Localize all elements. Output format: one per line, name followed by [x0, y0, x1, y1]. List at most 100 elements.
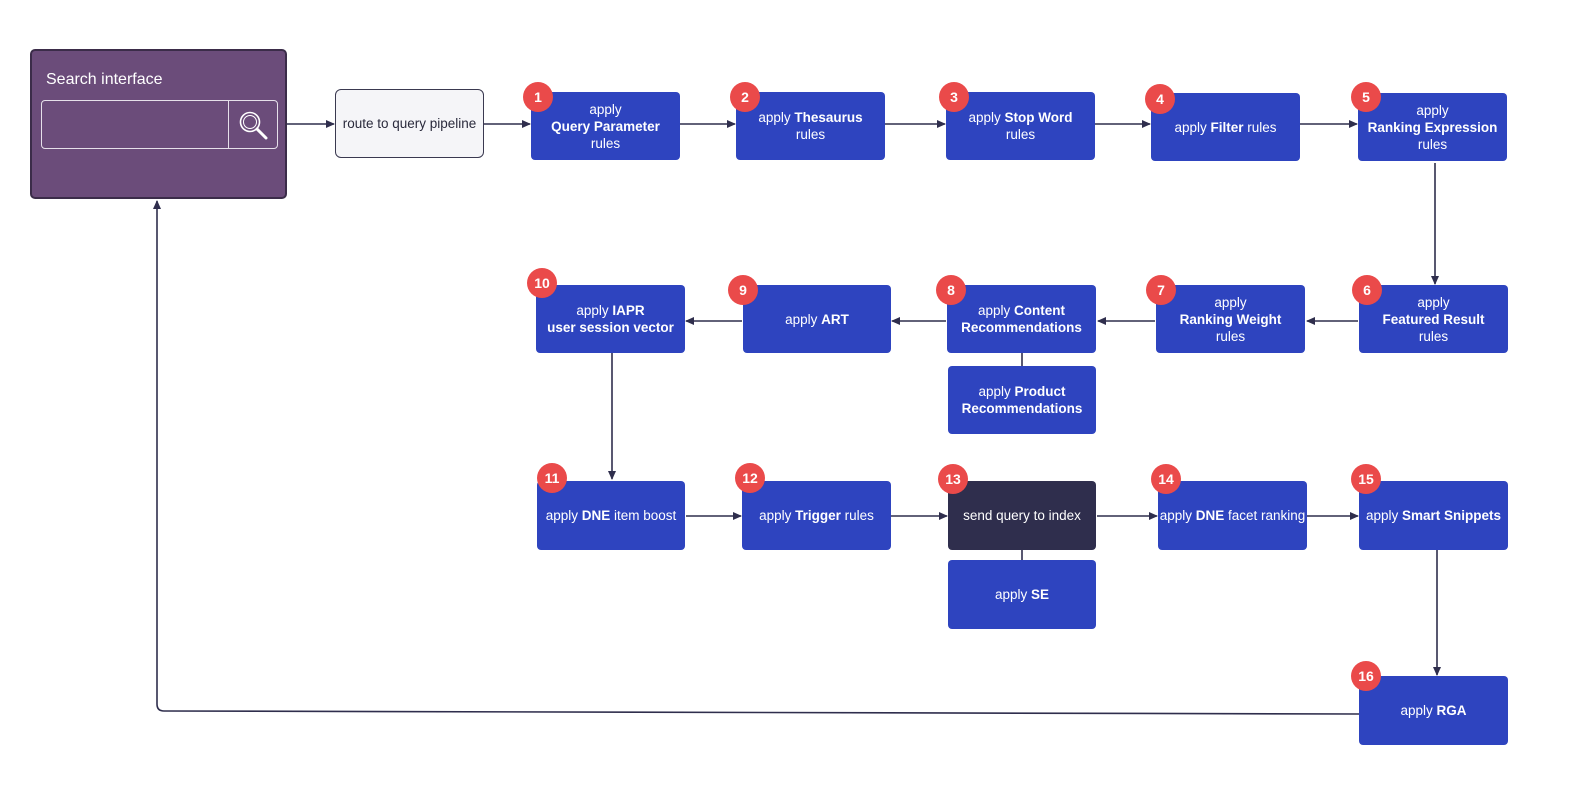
step-6-badge: 6: [1352, 275, 1382, 305]
label-part: apply: [994, 587, 1031, 602]
label-part: apply: [1417, 294, 1450, 310]
step-3-badge: 3: [939, 82, 969, 112]
label-part: item boost: [610, 508, 677, 523]
label-part: apply: [1365, 508, 1402, 523]
search-input[interactable]: [41, 100, 278, 149]
label-part: Trigger: [795, 508, 841, 523]
label-part: Thesaurus: [794, 110, 863, 125]
label-part: apply: [1400, 703, 1437, 718]
step-2-label: apply Thesaurus rules: [758, 109, 862, 143]
label-part: IAPR: [612, 303, 645, 318]
label-part: apply: [1214, 294, 1247, 310]
step-13-label: send query to index: [963, 507, 1081, 524]
label-part: DNE: [581, 508, 611, 523]
label-part: DNE: [1195, 508, 1225, 523]
label-part: rules: [1418, 328, 1449, 344]
label-part: Featured Result: [1382, 311, 1485, 327]
label-part: rules: [1243, 119, 1277, 135]
label-part: Ranking Expression: [1367, 119, 1498, 135]
search-button[interactable]: [228, 101, 277, 148]
step-14-box: apply DNE facet ranking: [1158, 481, 1307, 550]
label-part: Recommendations: [961, 320, 1082, 335]
label-part: send query to index: [963, 508, 1081, 523]
step-4-badge: 4: [1145, 84, 1175, 114]
label-part: apply: [576, 303, 613, 318]
step-11-box: apply DNE item boost: [537, 481, 685, 550]
label-part: rules: [1215, 328, 1246, 344]
label-part: apply: [758, 110, 795, 125]
label-part: apply: [1159, 508, 1196, 523]
arrow-step-16-to-search: [153, 200, 1360, 715]
step-8-badge: 8: [936, 275, 966, 305]
label-part: rules: [590, 135, 621, 151]
step-13-badge: 13: [938, 464, 968, 494]
label-part: apply: [977, 303, 1015, 318]
label-part: Filter: [1210, 119, 1244, 135]
label-part: apply: [1174, 119, 1211, 135]
step-16-label: apply RGA: [1400, 702, 1466, 719]
search-interface-panel: Search interface: [30, 49, 287, 199]
step-16-box: apply RGA: [1359, 676, 1508, 745]
se-label: apply SE: [995, 586, 1049, 603]
label-part: facet ranking: [1224, 508, 1306, 523]
label-part: SE: [1031, 587, 1050, 602]
se-box: apply SE: [948, 560, 1096, 629]
step-15-label: apply Smart Snippets: [1366, 507, 1501, 524]
step-12-label: apply Trigger rules: [759, 507, 874, 524]
label-part: apply: [589, 101, 622, 117]
label-part: apply: [545, 508, 582, 523]
step-4-label: apply Filter rules: [1174, 119, 1276, 136]
label-part: Content: [1014, 303, 1066, 318]
label-part: apply: [785, 311, 822, 327]
step-11-badge: 11: [537, 463, 567, 493]
route-to-query-pipeline-box: route to query pipeline: [335, 89, 484, 158]
step-14-label: apply DNE facet ranking: [1160, 507, 1306, 524]
step-12-badge: 12: [735, 463, 765, 493]
label-part: apply: [978, 384, 1015, 399]
step-16-badge: 16: [1351, 661, 1381, 691]
step-7-badge: 7: [1146, 275, 1176, 305]
step-15-badge: 15: [1351, 464, 1381, 494]
label-part: Query Parameter: [551, 118, 660, 134]
label-part: Smart Snippets: [1402, 508, 1502, 523]
route-label: route to query pipeline: [342, 116, 477, 131]
label-part: Product: [1014, 384, 1066, 399]
label-part: Ranking Weight: [1179, 311, 1282, 327]
step-11-label: apply DNE item boost: [546, 507, 677, 524]
label-part: apply: [759, 508, 796, 523]
label-part: rules: [840, 508, 874, 523]
step-10-badge: 10: [527, 268, 557, 298]
step-12-box: apply Trigger rules: [742, 481, 891, 550]
step-9-box: apply ART: [743, 285, 891, 353]
label-part: Recommendations: [961, 401, 1083, 416]
label-part: rules: [795, 127, 826, 142]
step-9-badge: 9: [728, 275, 758, 305]
step-15-box: apply Smart Snippets: [1359, 481, 1508, 550]
magnifier-icon: [239, 111, 268, 139]
search-interface-title: Search interface: [46, 71, 163, 88]
label-part: apply: [1416, 102, 1449, 118]
label-part: apply: [968, 110, 1005, 125]
step-4-box: apply Filter rules: [1151, 93, 1300, 161]
step-9-label: apply ART: [785, 311, 849, 328]
label-part: rules: [1417, 136, 1448, 152]
step-2-box: apply Thesaurus rules: [736, 92, 885, 160]
label-part: Stop Word: [1004, 110, 1073, 125]
